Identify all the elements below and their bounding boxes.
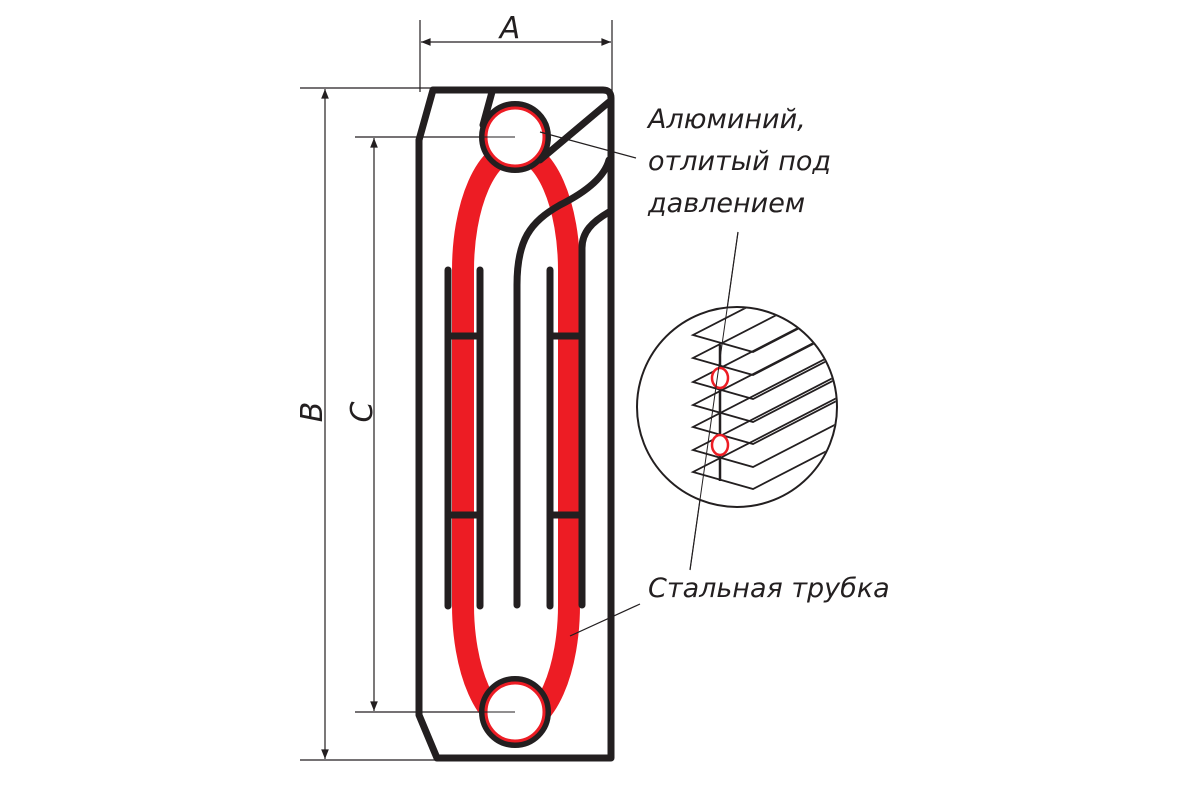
dimension-a — [419, 20, 613, 92]
dimension-c-label: C — [345, 401, 380, 422]
aluminum-label-line1: Алюминий, — [646, 104, 806, 135]
fin-detail-view — [636, 231, 838, 571]
dimension-a-label: A — [498, 11, 521, 46]
aluminum-label-line2: отлитый под — [648, 146, 831, 177]
dimension-b-label: B — [295, 402, 330, 423]
aluminum-fin — [690, 346, 836, 468]
tube-cross-section — [710, 366, 730, 390]
aluminum-fin — [690, 308, 836, 423]
dimension-b — [300, 87, 437, 761]
aluminum-fin — [690, 368, 836, 490]
aluminum-label-line3: давлением — [647, 188, 805, 219]
steel-tube-label: Стальная трубка — [648, 573, 890, 604]
aluminum-body — [415, 86, 615, 762]
tube-cross-section — [710, 433, 730, 457]
dimension-c — [355, 136, 515, 713]
